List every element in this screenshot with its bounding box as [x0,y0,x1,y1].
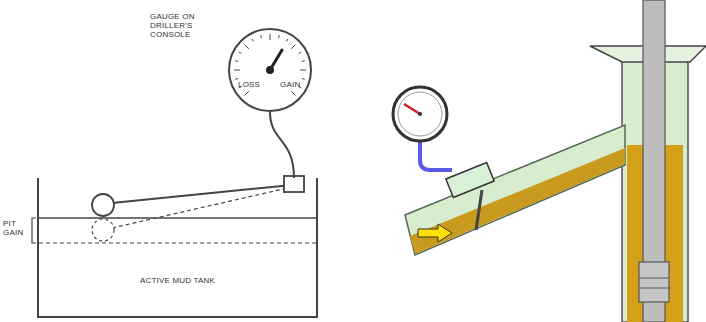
dial-tick [245,91,249,95]
signal-wire [420,140,452,170]
pit-gain-bracket [32,218,36,243]
sensor-housing [284,176,304,192]
flow-gauge-needle [404,104,420,114]
dial-tick [302,60,305,62]
dial-tick [291,45,295,49]
dial-tick [270,34,271,40]
flowline-figure [393,0,706,322]
dial-tick [299,52,302,54]
mud-level-high [39,217,316,219]
dial-tick [235,60,238,62]
flow-arrow [418,224,452,242]
dial-tick [235,78,238,80]
gauge-cable [270,112,294,178]
node-text: ACTIVE MUD TANK [39,276,316,285]
dial-tick [287,39,289,42]
float-low [92,219,114,241]
dial-tick [245,45,249,49]
float-arm-low [112,187,292,228]
flow-sensor [446,162,494,197]
flow-gauge [393,87,447,141]
tool-joint-line [639,278,669,279]
mud-tank: ACTIVE MUD TANK [37,178,318,318]
dial-tick [302,78,305,80]
flow-gauge-hub [418,112,422,116]
node-text: LOSS [238,80,268,89]
node-text: GAIN [280,80,310,89]
dial-tick [234,70,240,71]
dial-tick [300,70,306,71]
sensor-box [446,162,494,197]
sensor-paddle [476,190,482,230]
dial-tick [291,91,295,95]
gauge-dial [230,30,310,110]
flowline-mud [410,148,625,254]
pit-gain-label: PIT GAIN [3,219,29,237]
tool-joint-line [639,288,669,289]
float-arm [112,185,292,203]
tool-joint [639,262,669,302]
dial-tick [278,35,280,38]
mud-tank-mechanism [32,176,316,243]
dial-tick [239,52,242,54]
dial-tick [260,35,262,38]
flow-gauge-rim [398,92,442,136]
flowline-pipe [405,125,625,255]
dial-tick [252,39,254,42]
mud-level-low [39,242,316,243]
gauge-hub [266,66,274,74]
gauge-caption: GAUGE ON DRILLER'S CONSOLE [150,12,212,39]
float [92,194,114,216]
console-gauge: LOSS GAIN [228,28,312,112]
